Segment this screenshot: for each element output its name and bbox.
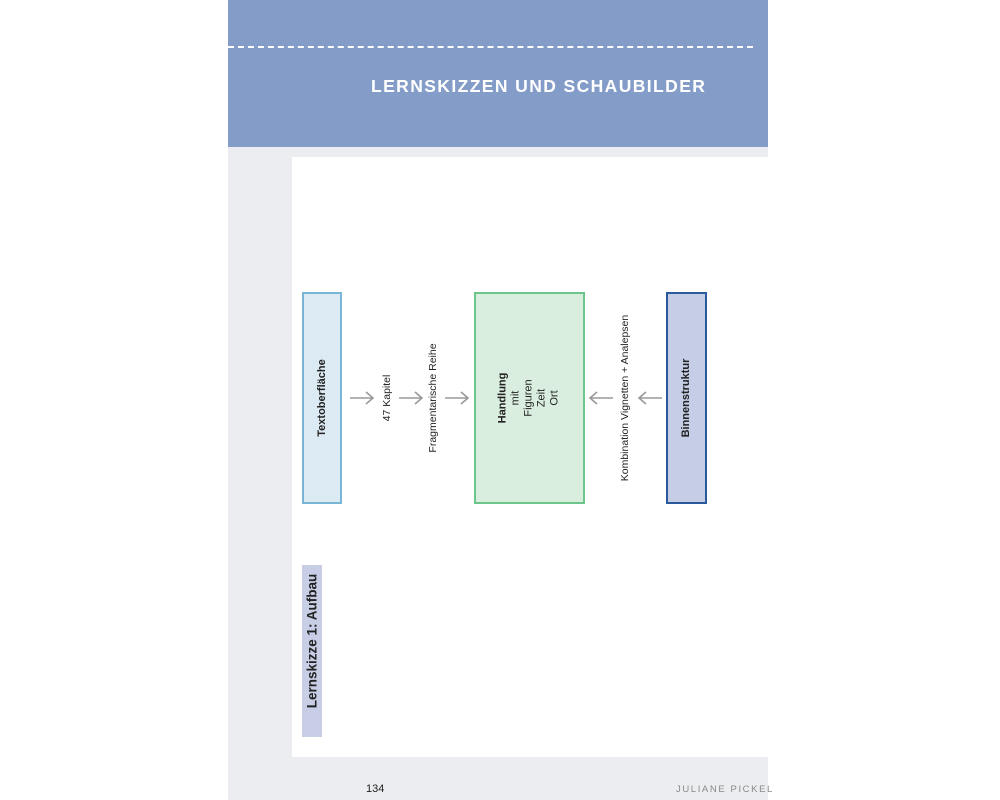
arrow-left-icon [588,391,614,405]
handlung-line: Ort [548,390,561,406]
arrow-right-icon [398,391,424,405]
page-title: LERNSKIZZEN UND SCHAUBILDER [371,76,707,96]
caption-bar [302,565,322,737]
textoberflaeche-box [302,292,342,504]
author-name: JULIANE PICKEL [676,784,774,795]
handlung-line: Figuren [522,379,535,417]
page: LERNSKIZZEN UND SCHAUBILDER Textoberfläc… [228,0,768,800]
combination-label: Kombination Vignetten + Analepsen [619,314,631,482]
page-number: 134 [366,783,385,795]
diagram-panel: Textoberfläche 47 Kapitel Fragmentarisch… [292,157,768,757]
series-label: Fragmentarische Reihe [427,343,439,453]
arrow-right-icon [444,391,470,405]
binnenstruktur-box [666,292,707,504]
arrow-right-icon [349,391,375,405]
figure-caption: Lernskizze 1: Aufbau [304,573,320,709]
handlung-line: Zeit [535,388,548,408]
handlung-line: mit [509,390,522,406]
arrow-left-icon [637,391,663,405]
handlung-label: Handlung mit Figuren Zeit Ort [497,373,562,424]
header-band: LERNSKIZZEN UND SCHAUBILDER [228,0,768,147]
textoberflaeche-label: Textoberfläche [316,359,328,437]
handlung-box [474,292,585,504]
handlung-line: Handlung [496,372,509,424]
binnenstruktur-label: Binnenstruktur [680,358,692,438]
chapters-label: 47 Kapitel [381,374,393,422]
dashed-divider [228,46,753,48]
